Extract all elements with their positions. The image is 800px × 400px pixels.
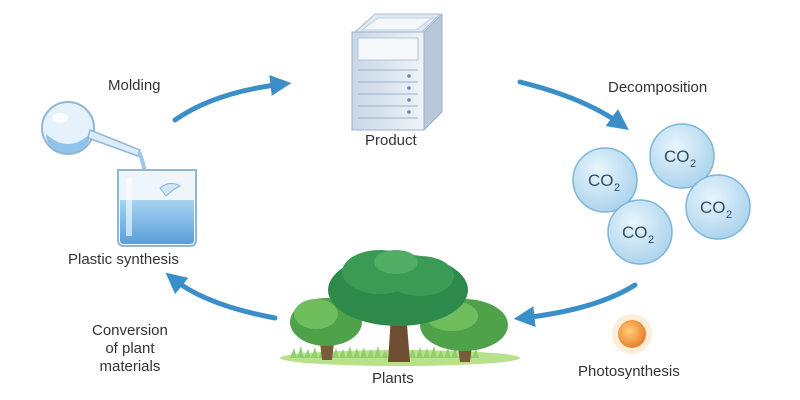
beaker-flask-icon: [41, 101, 197, 247]
label-plastic-synthesis: Plastic synthesis: [68, 251, 179, 268]
sun-icon: [612, 314, 652, 354]
cycle-arrow-icon: [517, 79, 629, 130]
cycle-arrow-icon: [513, 282, 638, 328]
label-product: Product: [365, 132, 417, 149]
server-product-icon: [351, 12, 443, 132]
svg-text:2: 2: [648, 234, 654, 246]
co2-bubble: CO 2: [572, 147, 638, 213]
label-decomposition: Decomposition: [608, 79, 708, 96]
svg-text:2: 2: [614, 182, 620, 194]
label-conversion-line-3: materials: [99, 358, 161, 375]
cycle-arrow-icon: [172, 75, 292, 123]
label-plants: Plants: [372, 370, 414, 387]
co2-bubble: CO 2: [607, 199, 673, 265]
svg-text:2: 2: [726, 209, 732, 221]
svg-text:CO: CO: [700, 198, 726, 217]
svg-text:CO: CO: [588, 171, 614, 190]
label-photosynthesis: Photosynthesis: [578, 363, 680, 380]
co2-bubble: CO 2: [685, 174, 751, 240]
label-conversion-line-1: Conversion: [92, 322, 168, 339]
co2-bubble: CO 2: [649, 123, 715, 189]
label-conversion-line-2: of plant: [105, 340, 155, 357]
svg-text:CO: CO: [664, 147, 690, 166]
svg-text:2: 2: [690, 158, 696, 170]
co2-bubbles-icon: CO 2 CO 2 CO 2 CO 2: [572, 123, 751, 265]
svg-text:CO: CO: [622, 223, 648, 242]
label-molding: Molding: [108, 77, 161, 94]
cycle-arrow-icon: [165, 272, 278, 321]
trees-icon: [280, 250, 520, 366]
label-conversion-of-plant-materials: Conversion of plant materials: [92, 322, 168, 376]
